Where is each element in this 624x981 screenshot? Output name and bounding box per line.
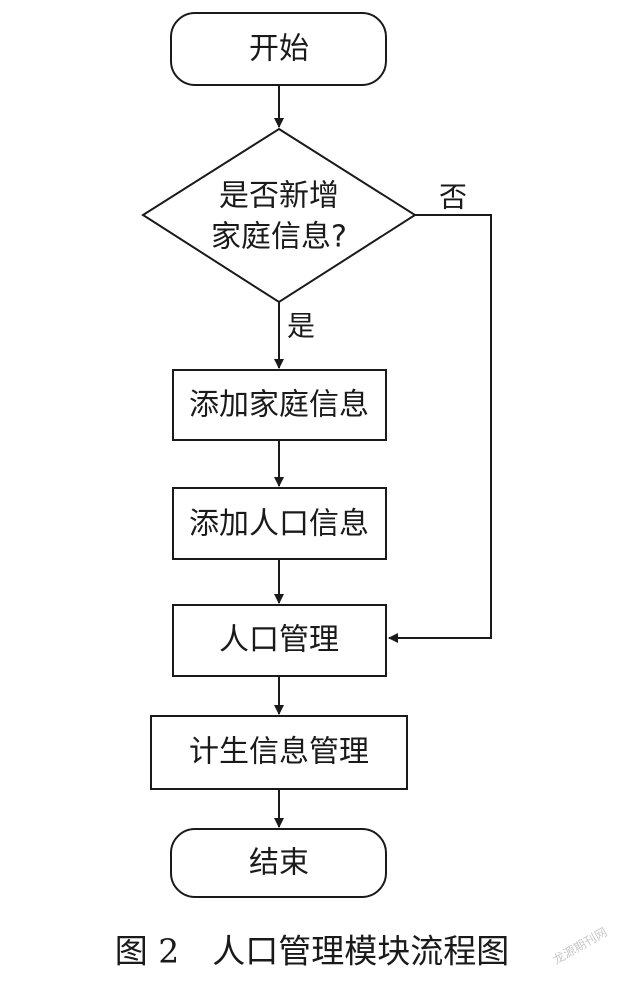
end-terminal bbox=[170, 828, 387, 898]
add-population-box bbox=[172, 487, 387, 560]
decision-diamond bbox=[141, 127, 417, 304]
family-planning-box bbox=[150, 715, 408, 790]
start-label: 开始 bbox=[249, 32, 309, 67]
population-mgmt-box bbox=[172, 604, 387, 677]
start-terminal bbox=[170, 12, 387, 86]
figure-caption: 图 2 人口管理模块流程图 bbox=[115, 932, 510, 971]
edge-decision-no bbox=[388, 214, 492, 643]
add-population-label: 添加人口信息 bbox=[189, 507, 369, 542]
decision-label-line1: 是否新增 bbox=[219, 179, 339, 214]
watermark: 龙源期刊网 bbox=[551, 925, 610, 967]
end-label: 结束 bbox=[249, 846, 309, 881]
yes-label: 是 bbox=[287, 310, 315, 343]
family-planning-label: 计生信息管理 bbox=[189, 735, 369, 770]
add-family-label: 添加家庭信息 bbox=[189, 388, 369, 423]
no-label: 否 bbox=[439, 181, 467, 214]
add-family-box bbox=[172, 369, 387, 441]
population-mgmt-label: 人口管理 bbox=[219, 623, 339, 658]
decision-label-line2: 家庭信息? bbox=[211, 220, 347, 255]
